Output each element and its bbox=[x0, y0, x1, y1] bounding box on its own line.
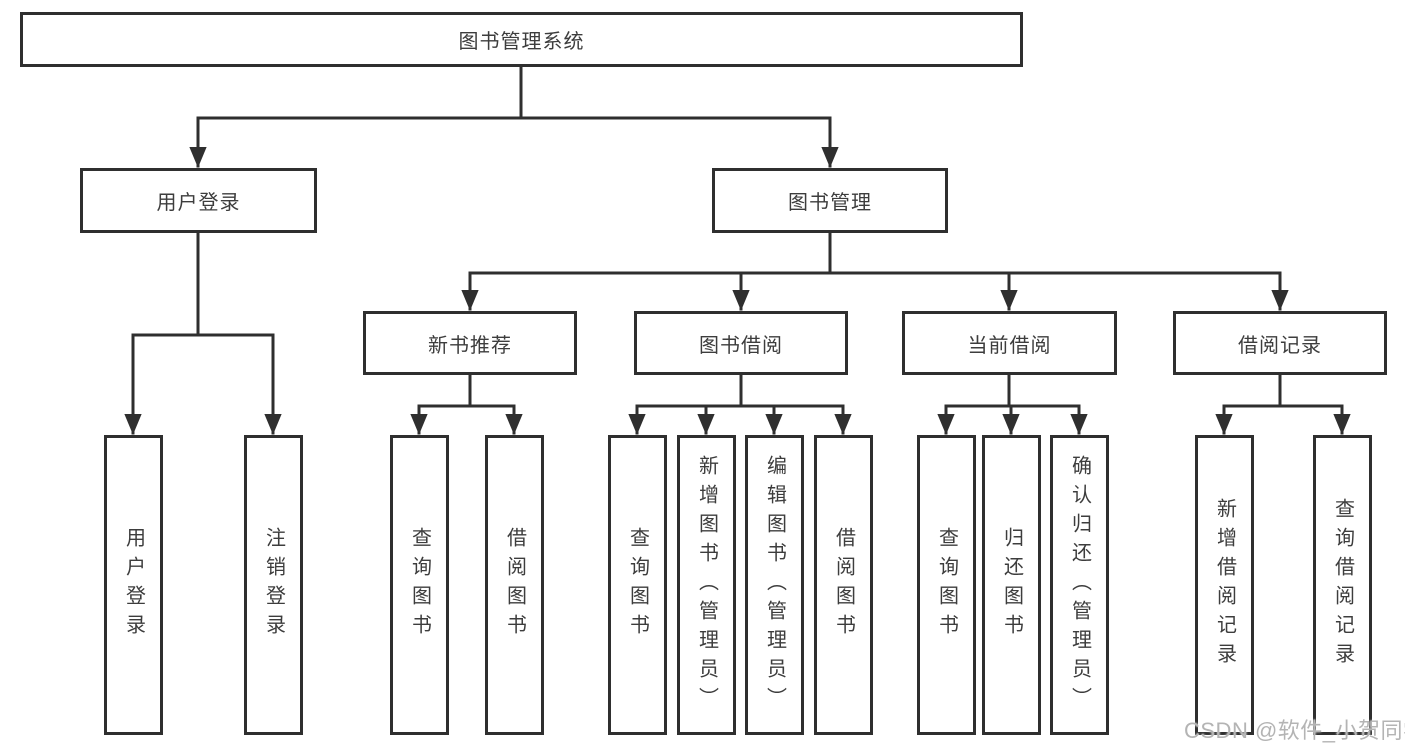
node-borrowing-records: 借阅记录 bbox=[1173, 311, 1387, 375]
node-current-borrowing: 当前借阅 bbox=[902, 311, 1117, 375]
leaf-add-borrow-record: 新增借阅记录 bbox=[1195, 435, 1254, 735]
csdn-watermark: CSDN @软件_小贺同学 bbox=[1184, 718, 1405, 743]
node-label: 新书推荐 bbox=[428, 334, 512, 357]
node-label: 图书管理系统 bbox=[458, 31, 585, 53]
node-label: 图书管理 bbox=[788, 192, 872, 214]
leaf-label: 注销登录 bbox=[262, 527, 285, 643]
leaf-label: 编辑图书（管理员） bbox=[763, 454, 786, 716]
node-book-borrowing: 图书借阅 bbox=[634, 311, 848, 375]
leaf-edit-books-admin: 编辑图书（管理员） bbox=[745, 435, 804, 735]
leaf-label: 确认归还（管理员） bbox=[1068, 454, 1091, 716]
leaf-label: 用户登录 bbox=[122, 527, 145, 643]
node-label: 当前借阅 bbox=[967, 334, 1052, 357]
node-label: 图书借阅 bbox=[699, 334, 783, 357]
leaf-return-books: 归还图书 bbox=[982, 435, 1041, 735]
node-system-root: 图书管理系统 bbox=[20, 12, 1023, 67]
leaf-label: 查询图书 bbox=[626, 527, 649, 643]
node-user-login: 用户登录 bbox=[80, 168, 317, 233]
node-new-book-recommendation: 新书推荐 bbox=[363, 311, 577, 375]
leaf-borrow-books-recommend: 借阅图书 bbox=[485, 435, 544, 735]
leaf-label: 查询图书 bbox=[935, 527, 958, 643]
leaf-label: 查询图书 bbox=[408, 527, 431, 643]
leaf-add-books-admin: 新增图书（管理员） bbox=[677, 435, 736, 735]
leaf-borrow-books: 借阅图书 bbox=[814, 435, 873, 735]
leaf-label: 借阅图书 bbox=[503, 527, 526, 643]
leaf-query-books-borrowing: 查询图书 bbox=[608, 435, 667, 735]
leaf-query-borrow-record: 查询借阅记录 bbox=[1313, 435, 1372, 735]
leaf-logout: 注销登录 bbox=[244, 435, 303, 735]
node-label: 借阅记录 bbox=[1238, 334, 1322, 357]
leaf-confirm-return-admin: 确认归还（管理员） bbox=[1050, 435, 1109, 735]
leaf-label: 新增借阅记录 bbox=[1213, 498, 1236, 672]
leaf-label: 新增图书（管理员） bbox=[695, 454, 718, 716]
leaf-label: 查询借阅记录 bbox=[1331, 498, 1354, 672]
node-label: 用户登录 bbox=[156, 192, 241, 214]
leaf-label: 归还图书 bbox=[1000, 527, 1023, 643]
leaf-user-login: 用户登录 bbox=[104, 435, 163, 735]
leaf-query-books-recommend: 查询图书 bbox=[390, 435, 449, 735]
leaf-label: 借阅图书 bbox=[832, 527, 855, 643]
leaf-query-books-current: 查询图书 bbox=[917, 435, 976, 735]
node-book-management: 图书管理 bbox=[712, 168, 948, 233]
